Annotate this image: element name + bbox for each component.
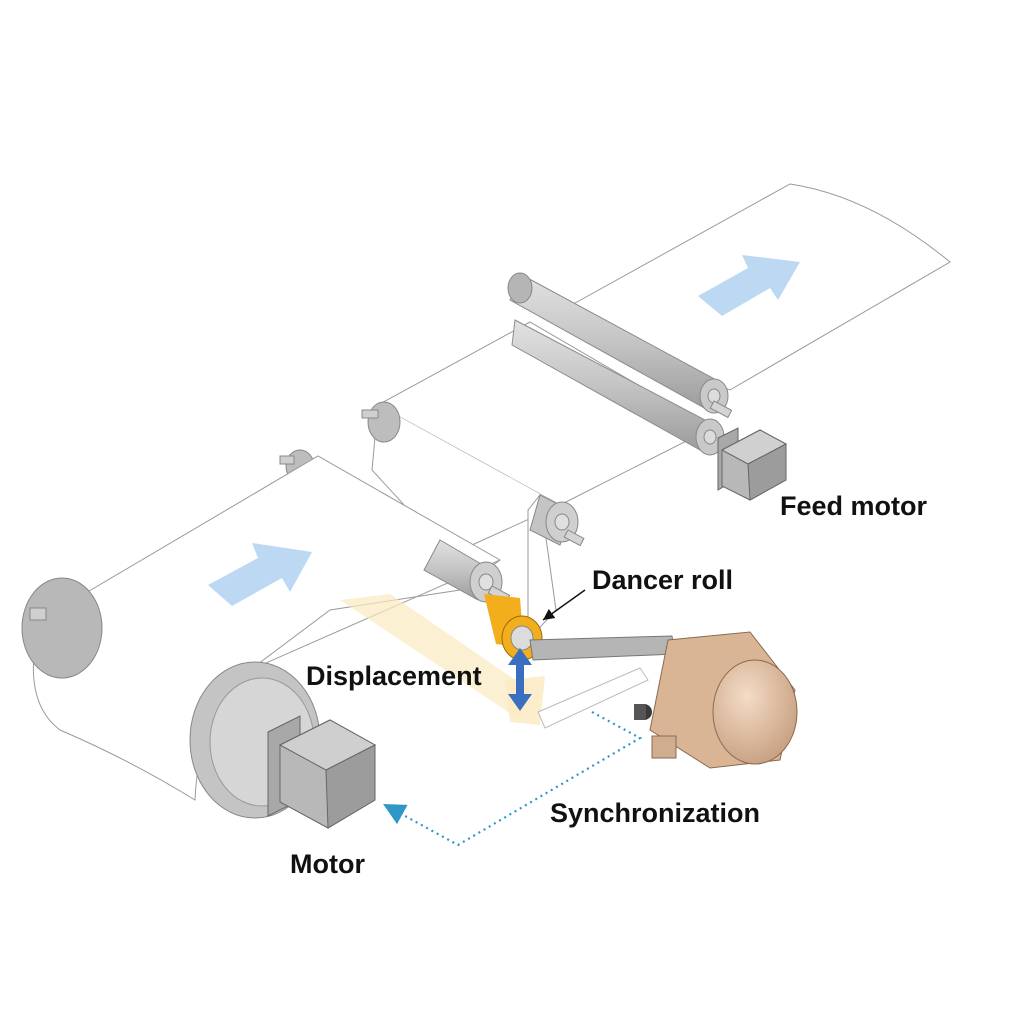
guide-roller-right bbox=[529, 494, 585, 547]
motor bbox=[267, 715, 377, 829]
displacement-label: Displacement bbox=[306, 661, 482, 691]
back-pulley bbox=[21, 577, 103, 679]
flow-arrow-icon bbox=[698, 255, 800, 316]
lower-nip-roller bbox=[511, 319, 725, 456]
dancer-ghost-path bbox=[340, 594, 649, 729]
idle-roller-rear bbox=[361, 401, 401, 443]
dancer-arm bbox=[529, 635, 676, 661]
synchronization-label: Synchronization bbox=[550, 798, 760, 828]
synchronization-path bbox=[383, 711, 643, 847]
dancer-roll-label: Dancer roll bbox=[592, 565, 733, 595]
angle-sensor bbox=[634, 631, 798, 769]
leader-arrow-icon bbox=[542, 589, 586, 621]
flow-arrow-icon bbox=[208, 543, 312, 606]
motor-label: Motor bbox=[290, 849, 365, 879]
feed-motor bbox=[717, 427, 788, 501]
displacement-arrow-icon bbox=[508, 648, 532, 711]
top-nip-roller bbox=[507, 272, 733, 419]
feed-motor-label: Feed motor bbox=[780, 491, 928, 521]
